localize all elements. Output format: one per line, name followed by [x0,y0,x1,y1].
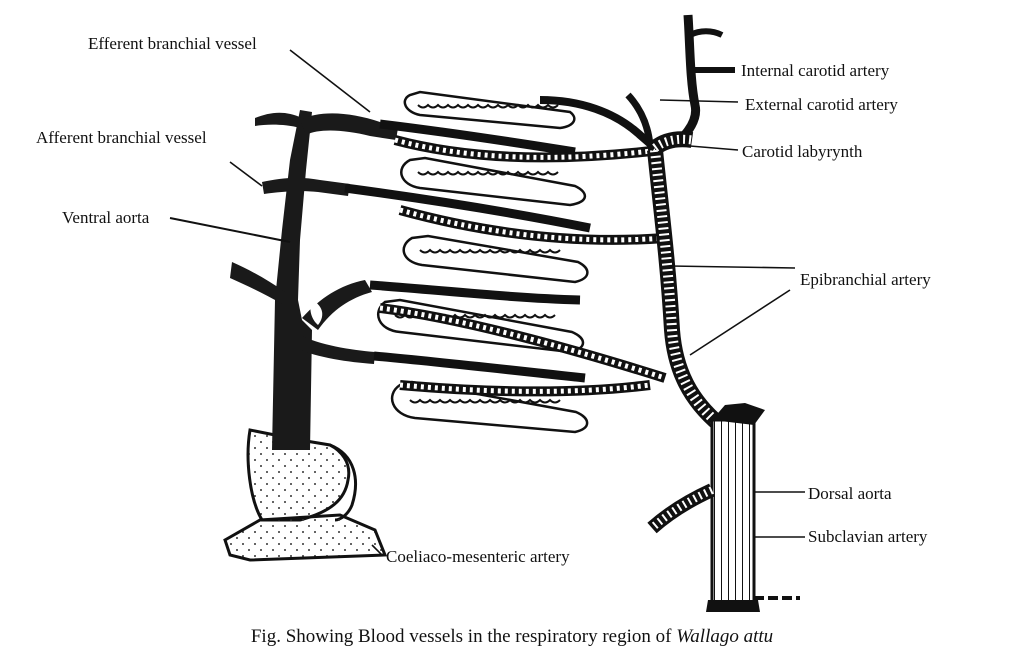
leader-coeliaco [371,544,384,557]
epibranchial-arteries [379,135,667,397]
gill-arches [344,90,591,434]
label-coeliaco-mesenteric-artery: Coeliaco-mesenteric artery [386,547,570,566]
leader-lines [169,49,805,557]
leader-carotid-labyrynth [689,145,739,151]
heart-base [223,428,388,562]
carotid-arteries [539,14,735,155]
leader-afferent [229,161,263,187]
label-epibranchial-artery: Epibranchial artery [800,270,931,289]
label-dorsal-aorta: Dorsal aorta [808,484,892,503]
leader-ventral-aorta [169,217,291,243]
label-internal-carotid-artery: Internal carotid artery [741,61,890,80]
label-ventral-aorta: Ventral aorta [62,208,150,227]
figure-caption: Fig. Showing Blood vessels in the respir… [0,625,1024,649]
leader-efferent [289,49,371,113]
dorsal-aorta [647,403,800,612]
leader-external-carotid [659,99,739,103]
lateral-dorsal-aorta [647,149,726,432]
label-efferent-branchial-vessel: Efferent branchial vessel [88,34,257,53]
label-carotid-labyrynth: Carotid labyrynth [742,142,863,161]
label-afferent-branchial-vessel: Afferent branchial vessel [36,128,207,147]
leader-epibranchial-1 [669,265,796,269]
label-external-carotid-artery: External carotid artery [745,95,898,114]
label-subclavian-artery: Subclavian artery [808,527,928,546]
leader-epibranchial-2 [689,289,791,356]
caption-prefix: Fig. Showing Blood vessels in the respir… [250,626,677,647]
caption-species: Wallago attu [676,626,774,647]
ventral-aorta-trunk [230,110,398,450]
